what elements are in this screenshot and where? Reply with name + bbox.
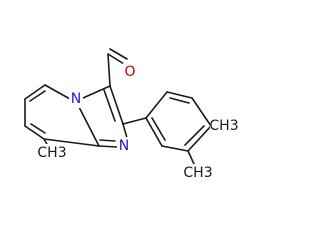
- methyl-c8-label: CH3: [37, 144, 67, 162]
- meta-methyl-bond: [187, 150, 195, 165]
- oxygen-atom: O: [124, 64, 135, 80]
- methyl-group-para: CH3: [209, 118, 238, 134]
- c5-c6-bond-b: [29, 90, 46, 102]
- ph-c4-c5-bond-a: [187, 125, 212, 152]
- aldehyde-oxygen-label: O: [123, 63, 137, 81]
- methyl-meta-label: CH3: [183, 164, 213, 182]
- c3-aldehyde-bond: [107, 53, 111, 87]
- c8a-n4-bond: [78, 106, 100, 147]
- n4-c5-bond: [44, 84, 71, 100]
- c8-c8a-bond: [43, 138, 100, 147]
- c3-c2-bond-b: [103, 89, 116, 122]
- nitrogen-atom-bridgehead: N: [71, 91, 81, 107]
- aldehyde-c-o-bond-a: [107, 53, 125, 65]
- ph-c3-c4-bond: [191, 97, 212, 127]
- imine-nitrogen-label: N: [117, 137, 131, 155]
- bridgehead-nitrogen-label: N: [69, 90, 83, 108]
- c5-c6-bond-a: [24, 84, 46, 100]
- nitrogen-atom-imine: N: [119, 138, 129, 154]
- bond-layer: [24, 48, 214, 165]
- c2-n1-bond: [122, 123, 128, 139]
- aldehyde-c-o-bond-b: [109, 48, 128, 60]
- c2-phenyl-bond: [122, 117, 147, 125]
- c7-c8-bond-a: [24, 125, 45, 140]
- ph-c1-c2-bond: [145, 91, 168, 119]
- methyl-para-label: CH3: [209, 117, 239, 135]
- n1-c8a-bond-a: [98, 145, 118, 148]
- chemical-structure-diagram: O N N CH3 CH3 CH3: [24, 48, 239, 182]
- n1-c8a-bond-b: [99, 139, 116, 142]
- ph-c2-c3-bond-b: [169, 97, 190, 104]
- ph-c6-c1-bond-b: [151, 117, 166, 141]
- ph-c4-c5-bond-b: [184, 125, 205, 146]
- methyl-group-meta: CH3: [183, 165, 212, 181]
- c3-n4-bond: [82, 85, 111, 99]
- c3-c2-bond-a: [109, 85, 124, 125]
- c7-c8-bond-b: [30, 123, 46, 134]
- ph-c6-c1-bond-a: [145, 117, 163, 147]
- ph-c2-c3-bond-a: [166, 91, 193, 99]
- methyl-group-c8: CH3: [37, 145, 66, 161]
- ph-c5-c6-bond: [161, 145, 189, 152]
